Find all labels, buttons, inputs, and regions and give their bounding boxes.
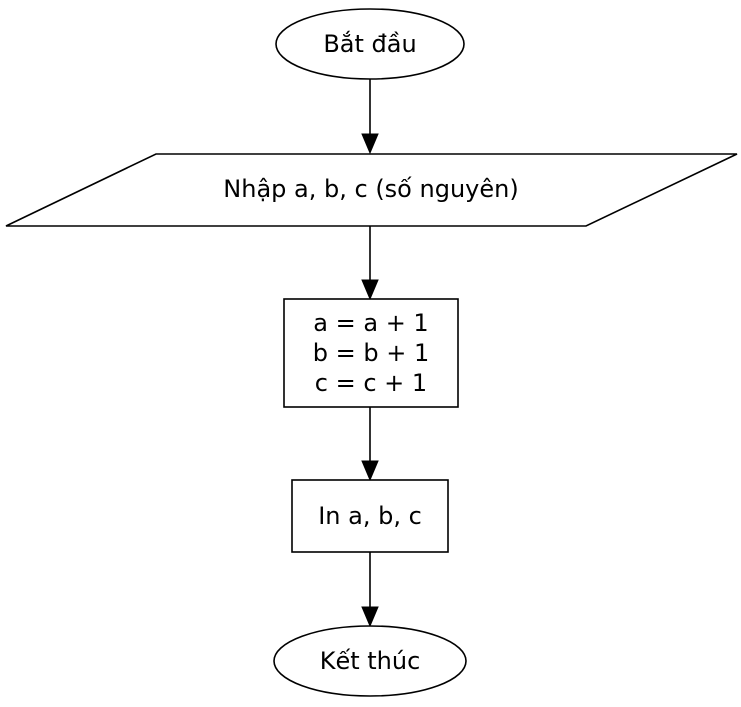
input-label: Nhập a, b, c (số nguyên) xyxy=(223,175,518,203)
process-rect xyxy=(283,298,459,408)
start-label: Bắt đầu xyxy=(323,29,416,58)
arrowhead xyxy=(361,606,379,628)
edge-process-to-output xyxy=(361,407,379,482)
arrowhead xyxy=(361,279,379,301)
process-node: a = a + 1 b = b + 1 c = c + 1 xyxy=(283,298,459,408)
process-line-2: b = b + 1 xyxy=(313,339,429,367)
output-node: In a, b, c xyxy=(291,479,449,553)
input-node: Nhập a, b, c (số nguyên) xyxy=(5,153,738,227)
process-line-1: a = a + 1 xyxy=(313,309,428,337)
output-label: In a, b, c xyxy=(318,502,422,530)
edge-start-to-input xyxy=(361,79,379,155)
end-node: Kết thúc xyxy=(273,625,467,697)
arrowhead xyxy=(361,460,379,482)
start-node: Bắt đầu xyxy=(275,8,465,80)
edge-output-to-end xyxy=(361,552,379,628)
end-ellipse xyxy=(273,625,467,697)
edge-input-to-process xyxy=(361,226,379,301)
process-line-3: c = c + 1 xyxy=(315,369,427,397)
input-parallelogram xyxy=(5,153,738,227)
output-rect xyxy=(291,479,449,553)
end-label: Kết thúc xyxy=(320,647,421,675)
arrowhead xyxy=(361,133,379,155)
